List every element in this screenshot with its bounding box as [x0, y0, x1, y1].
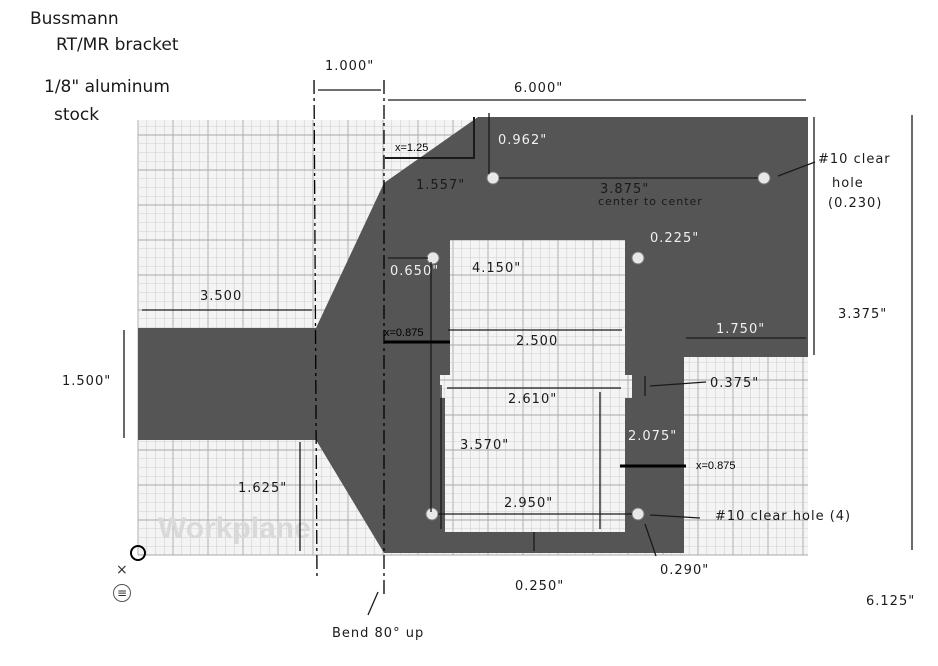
note-hole-top-3: (0.230): [828, 196, 882, 211]
dim-0650: 0.650": [390, 264, 439, 279]
dim-3500: 3.500: [200, 289, 242, 304]
dim-2610: 2.610": [508, 392, 557, 407]
dim-2950: 2.950": [504, 496, 553, 511]
dim-6125: 6.125": [866, 594, 915, 609]
hole-top-right: [757, 171, 771, 185]
note-hole-top-2: hole: [832, 176, 864, 191]
dim-1750: 1.750": [716, 322, 765, 337]
origin-marker: [130, 545, 146, 561]
dim-0250: 0.250": [515, 579, 564, 594]
bracket-part: [138, 117, 808, 553]
leader-hole-top: [777, 161, 816, 177]
dim-6000: 6.000": [514, 81, 563, 96]
leader-0375: [649, 381, 707, 387]
hole-mid-right: [631, 251, 645, 265]
dim-1557: 1.557": [416, 178, 465, 193]
dim-0290: 0.290": [660, 563, 709, 578]
marker-x125: x=1.25: [395, 142, 428, 154]
dim-1500: 1.500": [62, 374, 111, 389]
header-material-form: stock: [54, 105, 99, 125]
dim-3570: 3.570": [460, 438, 509, 453]
menu-icon[interactable]: ≡: [113, 584, 131, 602]
workplane-watermark: Workplane: [158, 512, 311, 545]
dim-3375: 3.375": [838, 307, 887, 322]
header-material: 1/8" aluminum: [44, 77, 170, 97]
dim-1000: 1.000": [325, 59, 374, 74]
note-hole-top-1: #10 clear: [818, 152, 891, 167]
dim-3875: 3.875": [600, 182, 649, 197]
dim-2500: 2.500: [516, 334, 558, 349]
dim-center-note: center to center: [598, 195, 703, 208]
marker-x0875-left: x=0.875: [384, 327, 423, 339]
header-part-name: RT/MR bracket: [56, 35, 179, 55]
note-hole-bottom: #10 clear hole (4): [715, 509, 851, 524]
marker-x125-line: [385, 117, 475, 159]
leader-0290: [644, 523, 657, 557]
dim-2075: 2.075": [628, 429, 677, 444]
hole-bottom-left: [425, 507, 439, 521]
hole-mid-left: [426, 251, 440, 265]
leader-bend: [367, 591, 379, 616]
dim-4150: 4.150": [472, 261, 521, 276]
dim-1625: 1.625": [238, 481, 287, 496]
hole-bottom-right: [631, 507, 645, 521]
dim-0375: 0.375": [710, 376, 759, 391]
leader-hole-bottom: [649, 514, 701, 519]
marker-x0875-right: x=0.875: [696, 460, 735, 472]
close-icon[interactable]: ×: [116, 562, 128, 578]
reference-centerline: [313, 79, 318, 579]
header-title: Bussmann: [30, 9, 119, 29]
dim-0225: 0.225": [650, 231, 699, 246]
dim-0962: 0.962": [498, 133, 547, 148]
note-bend: Bend 80° up: [332, 626, 424, 641]
